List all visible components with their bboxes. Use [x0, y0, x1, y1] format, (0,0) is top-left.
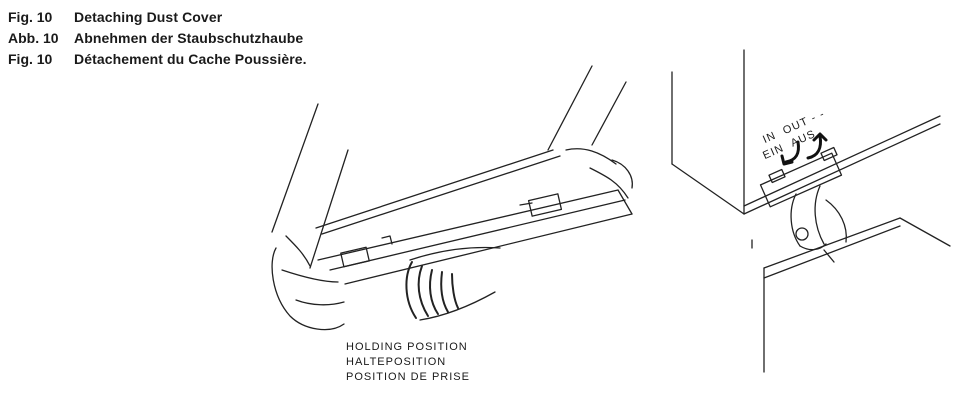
- arrow-in-icon: [780, 140, 800, 166]
- caption-text: Détachement du Cache Poussière.: [74, 50, 307, 67]
- caption-number: Fig. 10: [8, 50, 53, 67]
- holding-position-fr: POSITION DE PRISE: [346, 371, 470, 383]
- arrow-out-icon: [806, 132, 828, 160]
- caption-english: Fig. 10 Detaching Dust Cover: [8, 6, 307, 27]
- caption-text: Abnehmen der Staubschutzhaube: [74, 29, 304, 46]
- caption-german: Abb. 10 Abnehmen der Staubschutzhaube: [8, 27, 307, 48]
- caption-text: Detaching Dust Cover: [74, 8, 223, 25]
- holding-position-en: HOLDING POSITION: [346, 341, 468, 353]
- caption-french: Fig. 10 Détachement du Cache Poussière.: [8, 48, 307, 69]
- figure-captions: Fig. 10 Detaching Dust Cover Abb. 10 Abn…: [8, 6, 307, 69]
- holding-position-label: HOLDING POSITION HALTEPOSITION POSITION …: [346, 340, 470, 385]
- holding-position-de: HALTEPOSITION: [346, 356, 447, 368]
- caption-number: Abb. 10: [8, 29, 59, 46]
- caption-number: Fig. 10: [8, 8, 53, 25]
